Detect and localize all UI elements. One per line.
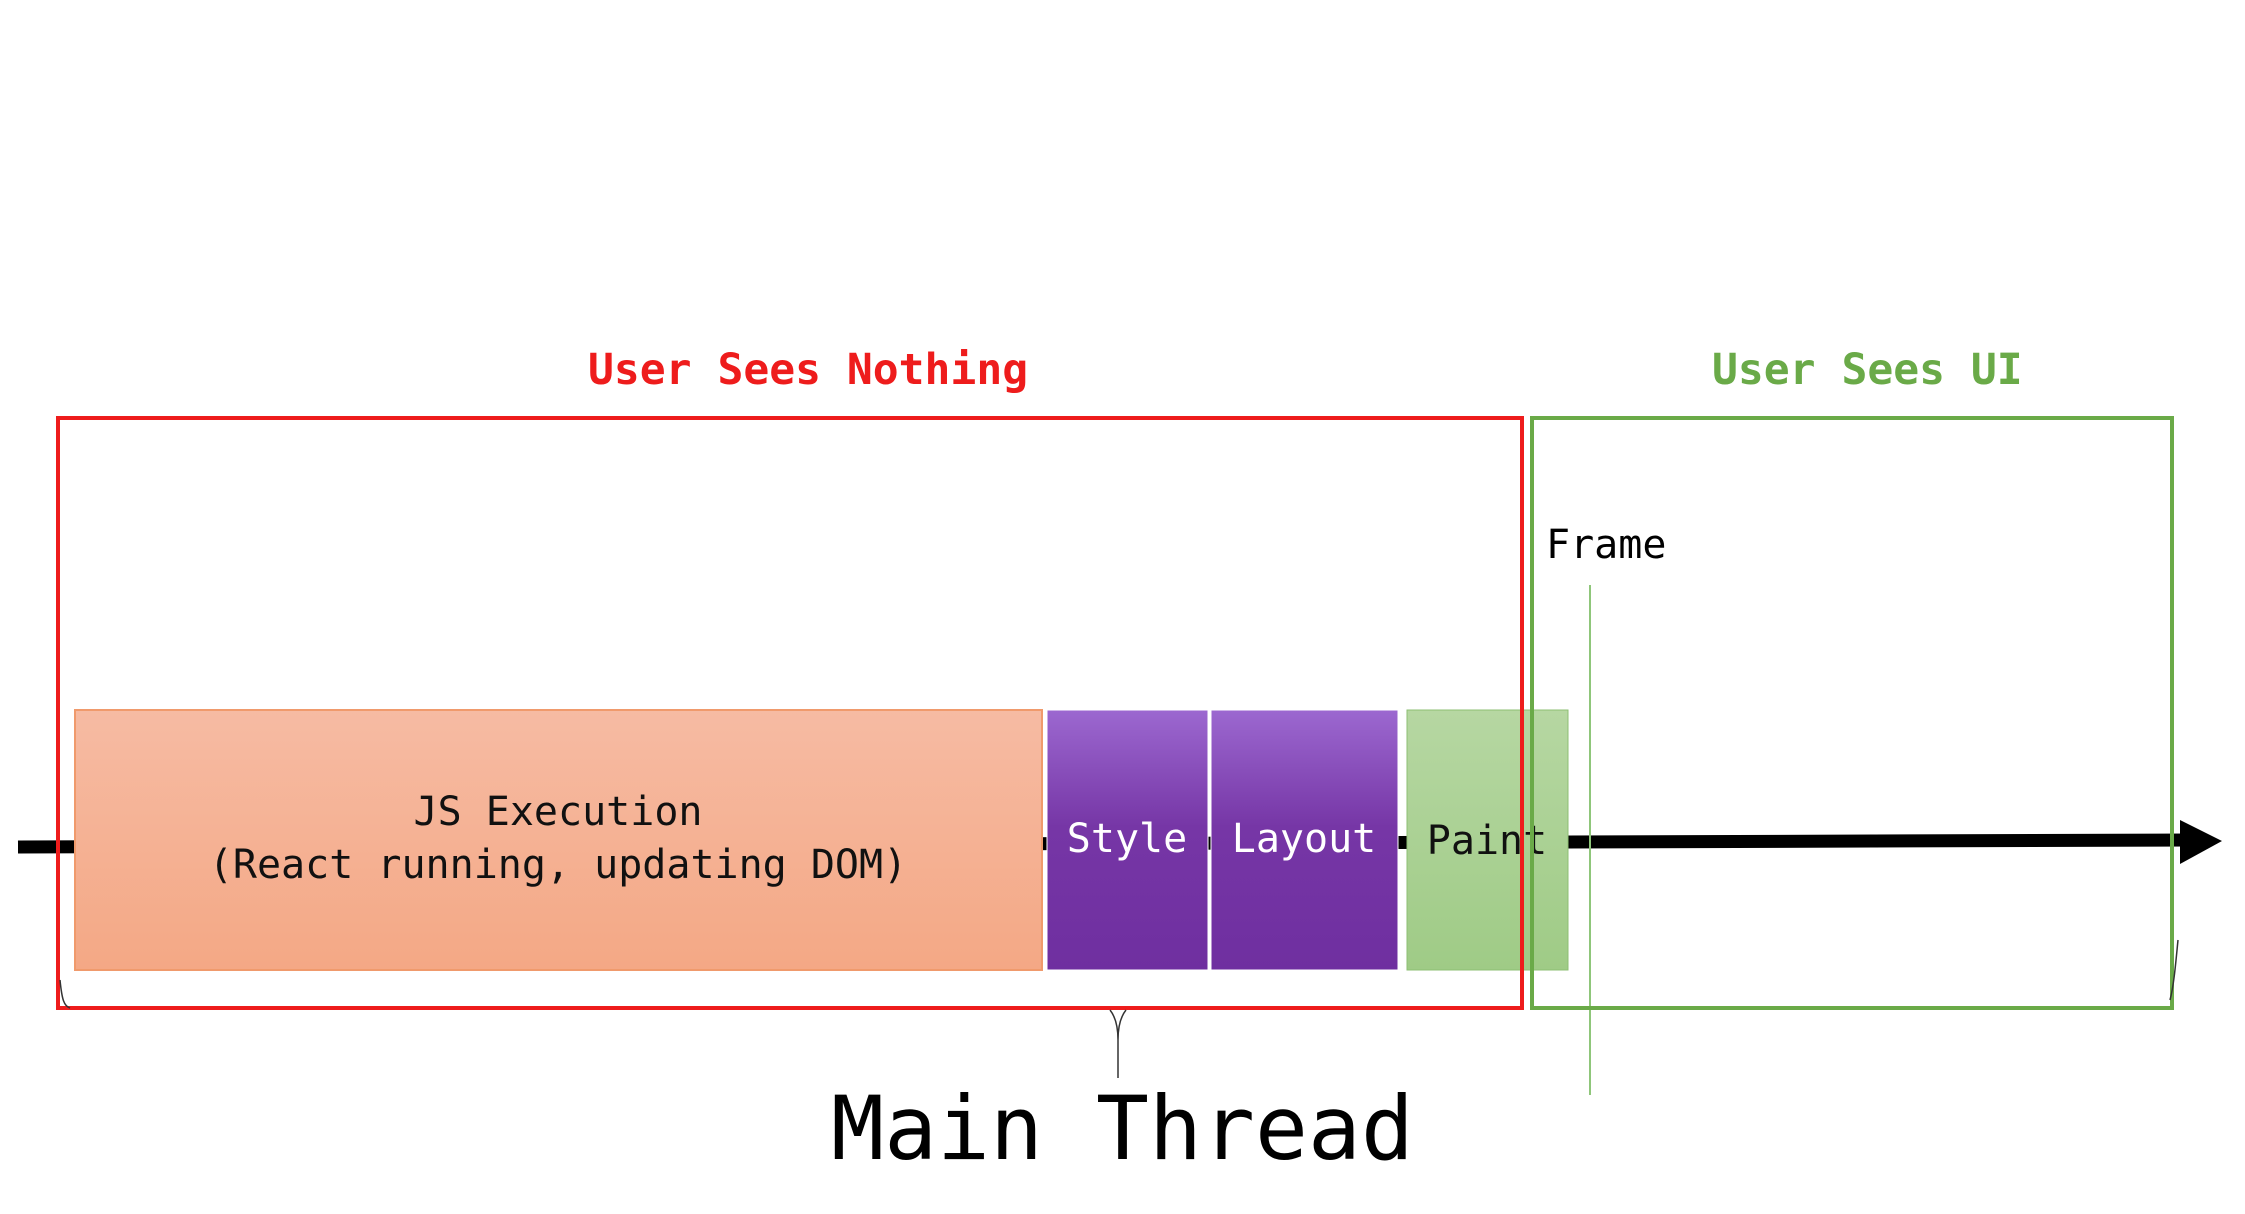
layout-block xyxy=(1210,709,1399,971)
style-label: Style xyxy=(1067,816,1187,862)
style-block xyxy=(1046,709,1209,971)
js-execution-label: JS Execution xyxy=(414,789,703,835)
js-execution-block xyxy=(74,709,1043,971)
js-execution-sublabel: (React running, updating DOM) xyxy=(209,842,907,888)
paint-label: Paint xyxy=(1427,818,1547,864)
main-thread-title: Main Thread xyxy=(831,1077,1414,1180)
user-sees-nothing-region xyxy=(56,416,1524,1010)
layout-label: Layout xyxy=(1232,816,1377,862)
main-thread-brace xyxy=(59,939,2179,1078)
user-sees-ui-label: User Sees UI xyxy=(1712,345,2023,395)
axis-arrowhead xyxy=(2180,820,2222,864)
paint-block xyxy=(1406,709,1569,971)
frame-label: Frame xyxy=(1546,522,1667,568)
user-sees-ui-region xyxy=(1530,416,2174,1010)
user-sees-nothing-label: User Sees Nothing xyxy=(588,345,1029,395)
